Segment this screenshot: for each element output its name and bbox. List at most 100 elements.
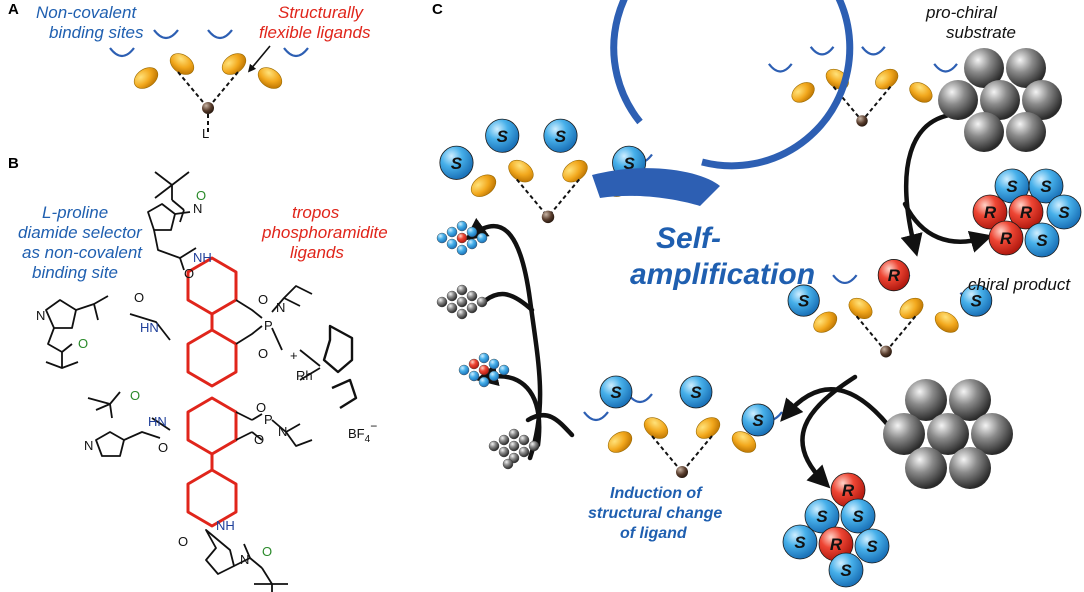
noncovalent-label-line1: Non-covalent: [36, 3, 137, 22]
mini-sphere: [456, 244, 468, 256]
mini-sphere: [456, 232, 468, 244]
pointer-arrow: [247, 45, 271, 73]
atom-nh-bottom: NH: [216, 518, 235, 533]
s-sphere-text: S: [610, 383, 622, 402]
mini-sphere: [456, 308, 468, 320]
s-sphere-text: S: [752, 411, 764, 430]
substrate-sphere: [927, 413, 969, 455]
flexible-label-line1: Structurally: [278, 3, 365, 22]
mini-sphere: [446, 226, 458, 238]
s-sphere-text: S: [794, 533, 806, 552]
prochiral-label-line1: pro-chiral: [925, 3, 998, 22]
atom-n-lower2: N: [278, 424, 287, 439]
dashed-bond: [651, 435, 683, 473]
metal-center: [202, 102, 214, 114]
ligand-ellipse: [813, 311, 838, 333]
arrow-left-cycle-up: [464, 217, 543, 461]
substrate-sphere: [980, 80, 1020, 120]
substrate-sphere: [1022, 80, 1062, 120]
r-sphere: [877, 259, 910, 292]
ligands-label-line3: ligands: [290, 243, 344, 262]
s-sphere: [543, 118, 578, 153]
mini-sphere: [456, 284, 468, 296]
panel-c-label: C: [432, 1, 443, 18]
r-sphere-text: R: [1000, 229, 1013, 248]
r-sphere-text: R: [830, 535, 843, 554]
binding-site-cup: [109, 47, 135, 58]
mini-sphere: [528, 440, 540, 452]
atom-o-lower2: O: [256, 400, 266, 415]
atom-o-lower-green: O: [130, 388, 140, 403]
molecule-skeleton: [45, 171, 358, 592]
s-sphere-text: S: [970, 292, 982, 311]
atom-n-bottom: N: [240, 552, 249, 567]
substrate-sphere: [971, 413, 1013, 455]
metal-center: [541, 210, 555, 224]
flexible-label-line2: flexible ligands: [259, 23, 371, 42]
arrow-substrate-in-top: [900, 111, 971, 257]
mini-sphere: [488, 358, 500, 370]
self-amplification-line1: Self-: [656, 222, 721, 255]
ligand-ellipse: [875, 68, 899, 90]
atom-o-mid2: O: [78, 336, 88, 351]
mini-sphere: [498, 364, 510, 376]
substrate-cluster-top: [938, 48, 1062, 152]
binding-site-cup: [207, 29, 233, 40]
r-sphere-text: R: [984, 203, 997, 222]
r-sphere-text: R: [842, 481, 855, 500]
s-sphere: [439, 145, 474, 180]
mini-sphere: [468, 370, 480, 382]
substrate-sphere: [905, 379, 947, 421]
s-sphere: [804, 498, 840, 534]
dashed-bond: [516, 178, 549, 218]
mini-sphere: [498, 434, 510, 446]
atom-p-upper: P: [264, 318, 273, 333]
ligand-ellipse: [508, 159, 534, 183]
self-amplification-arrowhead: [592, 168, 720, 206]
arrow-product-out-bottom: [800, 374, 858, 489]
s-sphere-text: S: [451, 154, 463, 173]
atom-n-top: N: [193, 201, 202, 216]
induction-label-line2: structural change: [588, 505, 722, 522]
dashed-bond: [855, 315, 887, 353]
mini-sphere: [436, 232, 448, 244]
mini-sphere: [468, 358, 480, 370]
dashed-bond: [207, 71, 239, 109]
s-sphere: [854, 528, 890, 564]
binding-site-cup: [809, 46, 835, 56]
atom-o-lower3: O: [254, 432, 264, 447]
atom-o-bottom-green: O: [262, 544, 272, 559]
atom-o-top: O: [196, 188, 206, 203]
panel-a: Non-covalent binding sites Structurally …: [36, 3, 371, 141]
atom-hn-lower: HN: [148, 414, 167, 429]
mini-sphere: [456, 220, 468, 232]
mini-sphere: [478, 364, 490, 376]
atom-plus: +: [290, 348, 298, 363]
r-sphere: [1008, 194, 1044, 230]
selector-label-line2: diamide selector: [18, 223, 143, 242]
selector-label-line4: binding site: [32, 263, 118, 282]
s-sphere: [679, 375, 713, 409]
arrow-substrate-in-bottom: [780, 387, 895, 433]
mini-sphere: [518, 446, 530, 458]
binding-site-cup: [768, 63, 793, 73]
mini-sphere: [488, 440, 500, 452]
s-sphere: [840, 498, 876, 534]
ligand-ellipse: [695, 417, 721, 439]
mini-sphere: [446, 238, 458, 250]
mini-sphere: [456, 296, 468, 308]
arrow-product-out-top: [902, 201, 993, 253]
atom-rh: Rh: [296, 368, 313, 383]
ligands-label-line1: tropos: [292, 203, 340, 222]
r-sphere-text: R: [1020, 203, 1033, 222]
s-sphere-text: S: [1006, 177, 1018, 196]
substrate-sphere: [938, 80, 978, 120]
panel-b: L-proline diamide selector as non-covale…: [18, 171, 388, 592]
dashed-bond: [861, 86, 892, 122]
mini-sphere: [458, 364, 470, 376]
r-sphere: [972, 194, 1008, 230]
mini-sphere: [466, 238, 478, 250]
